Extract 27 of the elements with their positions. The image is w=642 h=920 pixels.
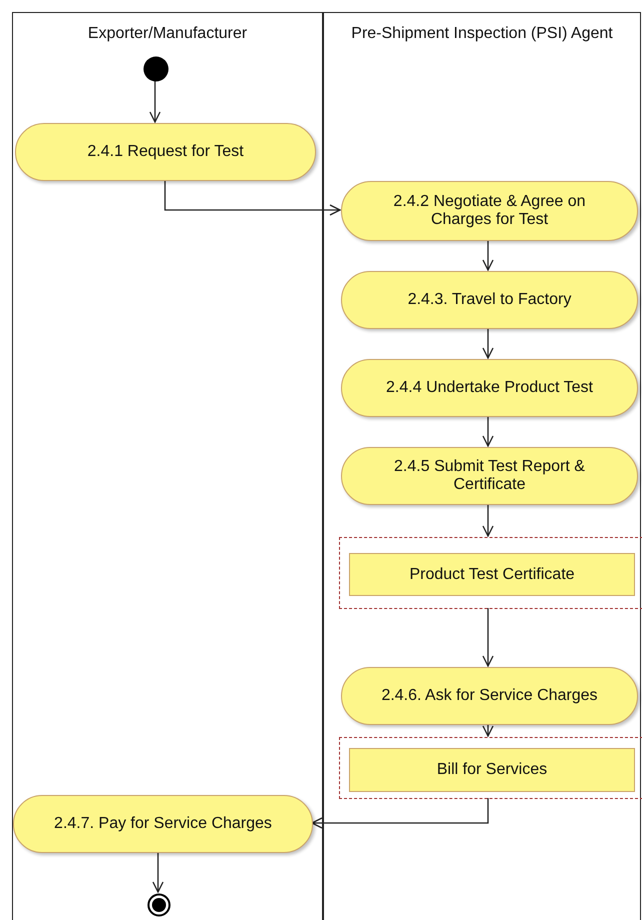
object-node: Bill for Services bbox=[349, 748, 635, 792]
flow-arrow bbox=[482, 328, 494, 359]
activity-node: 2.4.1 Request for Test bbox=[15, 123, 316, 181]
dashed-group-box bbox=[339, 537, 642, 609]
lane-heading: Pre-Shipment Inspection (PSI) Agent bbox=[350, 25, 614, 43]
activity-node: 2.4.6. Ask for Service Charges bbox=[341, 667, 638, 725]
flow-arrow bbox=[152, 852, 164, 893]
swimlane bbox=[12, 12, 323, 920]
start-node bbox=[143, 56, 169, 82]
flow-arrow bbox=[164, 180, 341, 216]
dashed-group-box bbox=[339, 737, 642, 799]
object-node: Product Test Certificate bbox=[349, 553, 635, 596]
flow-arrow bbox=[311, 798, 489, 829]
flow-arrow bbox=[482, 608, 494, 667]
flow-arrow bbox=[149, 81, 161, 123]
activity-node: 2.4.3. Travel to Factory bbox=[341, 271, 638, 329]
activity-node: 2.4.7. Pay for Service Charges bbox=[13, 795, 313, 853]
activity-node: 2.4.5 Submit Test Report & Certificate bbox=[341, 447, 638, 505]
flow-arrow bbox=[482, 240, 494, 271]
lane-heading: Exporter/Manufacturer bbox=[86, 25, 248, 43]
end-node bbox=[147, 893, 171, 917]
activity-node: 2.4.4 Undertake Product Test bbox=[341, 359, 638, 417]
flow-arrow bbox=[482, 504, 494, 537]
activity-node: 2.4.2 Negotiate & Agree on Charges for Test bbox=[341, 181, 638, 241]
swimlane bbox=[323, 12, 641, 920]
flow-arrow bbox=[482, 416, 494, 447]
flow-arrow bbox=[482, 724, 494, 737]
